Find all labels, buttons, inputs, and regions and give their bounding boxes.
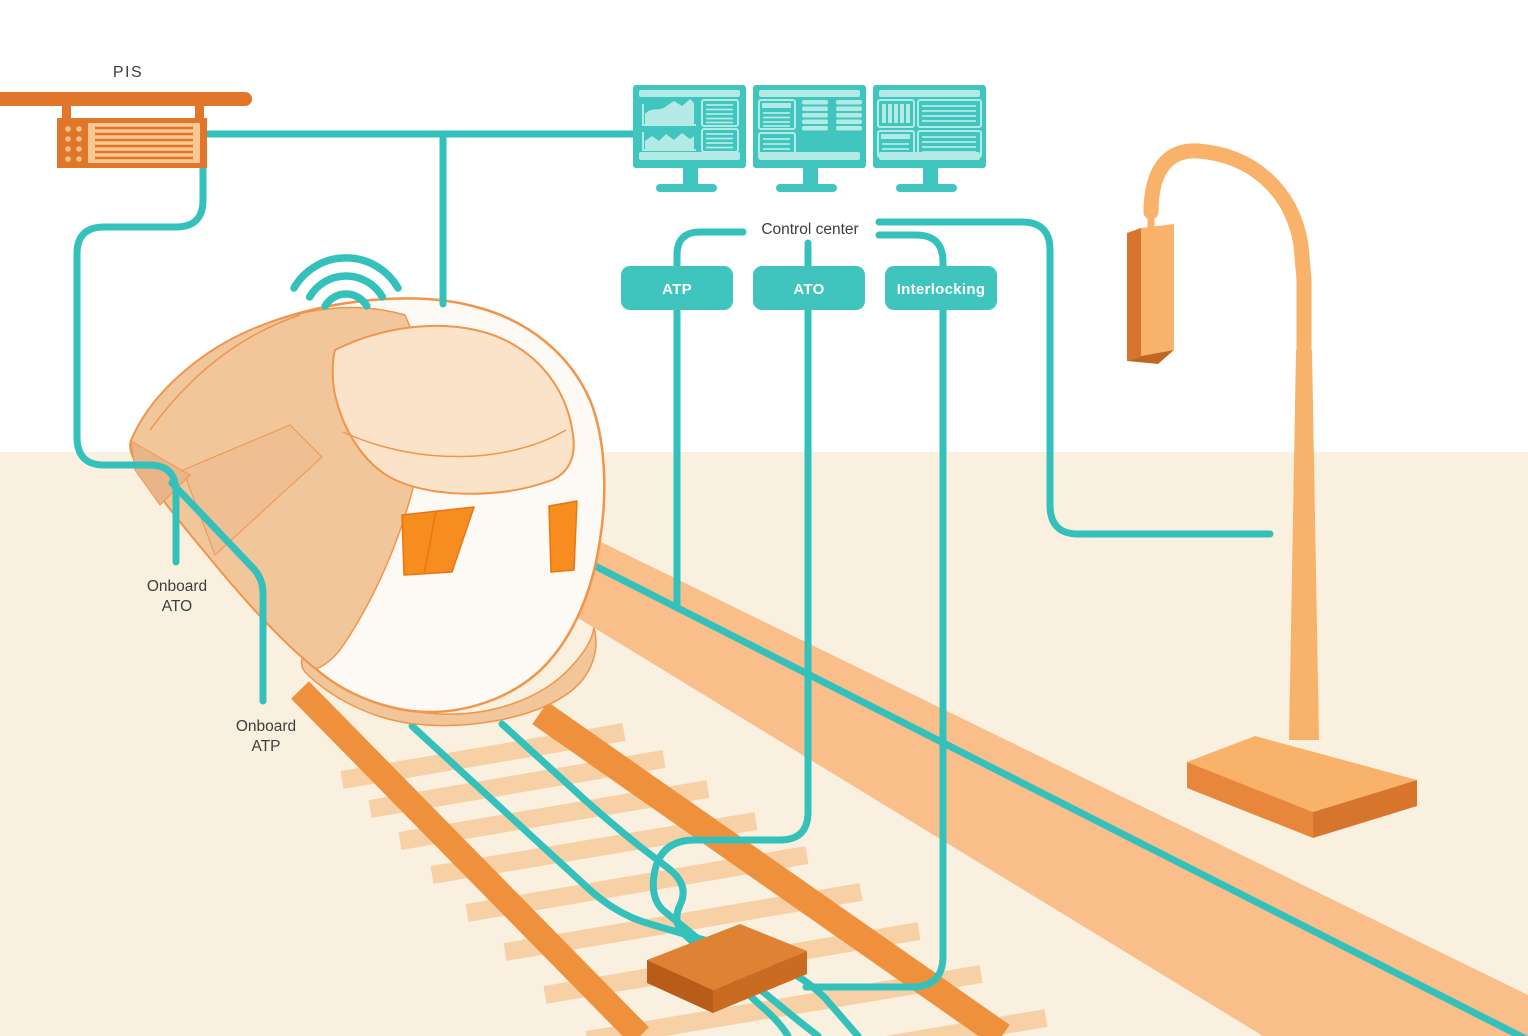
atp-box	[621, 266, 733, 310]
signal-base-front-right	[1313, 780, 1417, 838]
pis-hanger-right	[195, 105, 204, 121]
pis-label: PIS	[113, 64, 143, 81]
control-center-label: Control center	[761, 221, 858, 238]
signal-base-front-left	[1187, 762, 1313, 838]
balise	[647, 924, 807, 1013]
signal-head-bottom	[1127, 350, 1174, 364]
trackside-cable	[538, 534, 1528, 1036]
headlight-left-split	[423, 510, 437, 575]
onboard-atp-label-2: ATP	[252, 738, 281, 755]
ato-box-label: ATO	[793, 281, 824, 298]
signal-pole-shaft	[1289, 350, 1319, 740]
interlocking-elbow	[875, 231, 947, 272]
onboard-atp-line	[168, 479, 267, 705]
signal-base-top	[1187, 736, 1417, 812]
ato-box	[753, 266, 865, 310]
atp-box-label: ATP	[662, 281, 692, 298]
headlight-right	[548, 500, 578, 573]
pis-to-train-line	[73, 130, 207, 566]
interlocking-cable	[802, 296, 947, 991]
monitor-3-panels	[877, 99, 982, 158]
interlocking-box-label: Interlocking	[897, 281, 986, 298]
monitor-2	[753, 85, 866, 192]
monitor-3	[873, 85, 986, 192]
monitor-1-list-panels	[701, 99, 739, 153]
train-headlights	[401, 500, 578, 576]
control-center-connectors	[673, 218, 1274, 538]
pis-display	[88, 123, 200, 163]
train-windshield	[331, 324, 575, 495]
train-window-band	[182, 424, 323, 556]
pis-speaker-dots	[65, 126, 82, 162]
system-cables	[649, 296, 947, 1036]
signal-pole	[1127, 143, 1417, 838]
network-lines	[73, 130, 637, 705]
onboard-ato-label-2: ATO	[162, 598, 192, 615]
pis-sign	[0, 92, 252, 168]
track-cable-b	[498, 720, 792, 1036]
onboard-ato-label-1: Onboard	[147, 578, 207, 595]
ato-cable	[649, 296, 822, 1036]
monitor-2-list-panels	[758, 99, 796, 160]
onboard-atp-label-1: Onboard	[236, 718, 296, 735]
monitor-1	[633, 85, 746, 192]
monitor-1-area-charts	[642, 99, 696, 151]
signal-head-side	[1127, 228, 1141, 361]
train-windshield-split	[342, 429, 567, 458]
monitor-2-pill-grid	[802, 100, 862, 131]
second-track-band	[560, 522, 1528, 1036]
left-rail	[291, 681, 649, 1036]
interlocking-box	[885, 266, 997, 310]
atp-elbow	[673, 228, 747, 272]
wifi-icon	[290, 254, 402, 310]
system-boxes: ATP ATO Interlocking	[621, 266, 997, 310]
train	[129, 297, 606, 727]
signal-pole-arc	[1143, 143, 1312, 360]
control-center-monitors	[633, 85, 986, 192]
headlight-left	[401, 506, 475, 576]
pis-display-lines	[95, 126, 193, 160]
pis-ceiling-rail	[0, 92, 252, 106]
signal-head-front	[1141, 224, 1174, 356]
signal-link-line	[875, 218, 1274, 538]
train-roof-line	[149, 314, 301, 431]
signal-stem	[1147, 198, 1155, 232]
pis-hanger-left	[62, 105, 71, 121]
